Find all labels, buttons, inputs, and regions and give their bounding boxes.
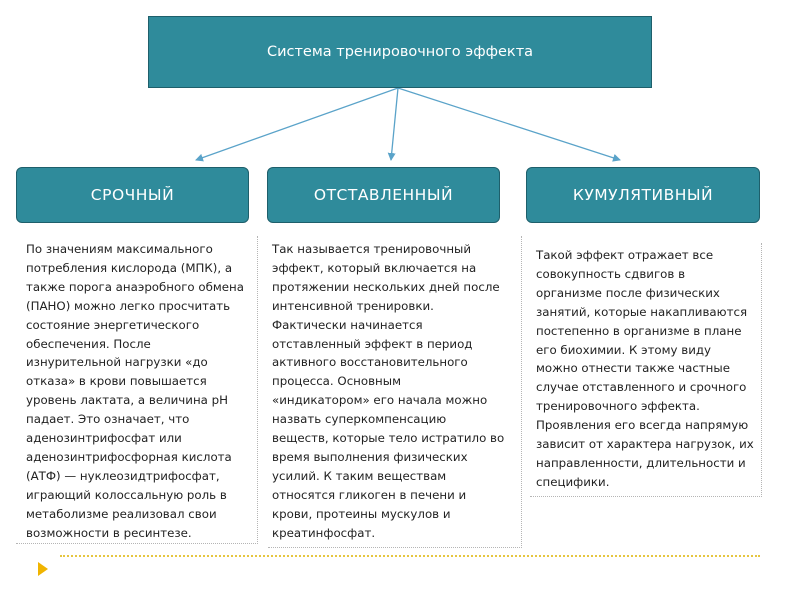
category-box-otstavlenny: ОТСТАВЛЕННЫЙ — [267, 167, 500, 223]
category-label-srochny: СРОЧНЫЙ — [90, 186, 175, 204]
description-srochny: По значениям максимального потребления к… — [16, 236, 258, 544]
description-otstavlenny: Так называется тренировочный эффект, кот… — [268, 236, 522, 548]
arrow-to-srochny — [195, 87, 399, 162]
category-box-srochny: СРОЧНЫЙ — [16, 167, 249, 223]
description-kumulyativny: Такой эффект отражает все совокупность с… — [530, 243, 762, 497]
play-arrow-icon — [38, 562, 48, 576]
category-box-kumulyativny: КУМУЛЯТИВНЫЙ — [526, 167, 760, 223]
category-label-otstavlenny: ОТСТАВЛЕННЫЙ — [313, 186, 454, 204]
diagram-title-box: Система тренировочного эффекта — [148, 16, 652, 88]
arrow-to-otstavlenny — [387, 87, 399, 161]
footer-divider — [60, 555, 760, 557]
diagram-title: Система тренировочного эффекта — [266, 44, 534, 60]
arrow-to-kumulyativny — [397, 87, 621, 162]
category-label-kumulyativny: КУМУЛЯТИВНЫЙ — [572, 186, 714, 204]
